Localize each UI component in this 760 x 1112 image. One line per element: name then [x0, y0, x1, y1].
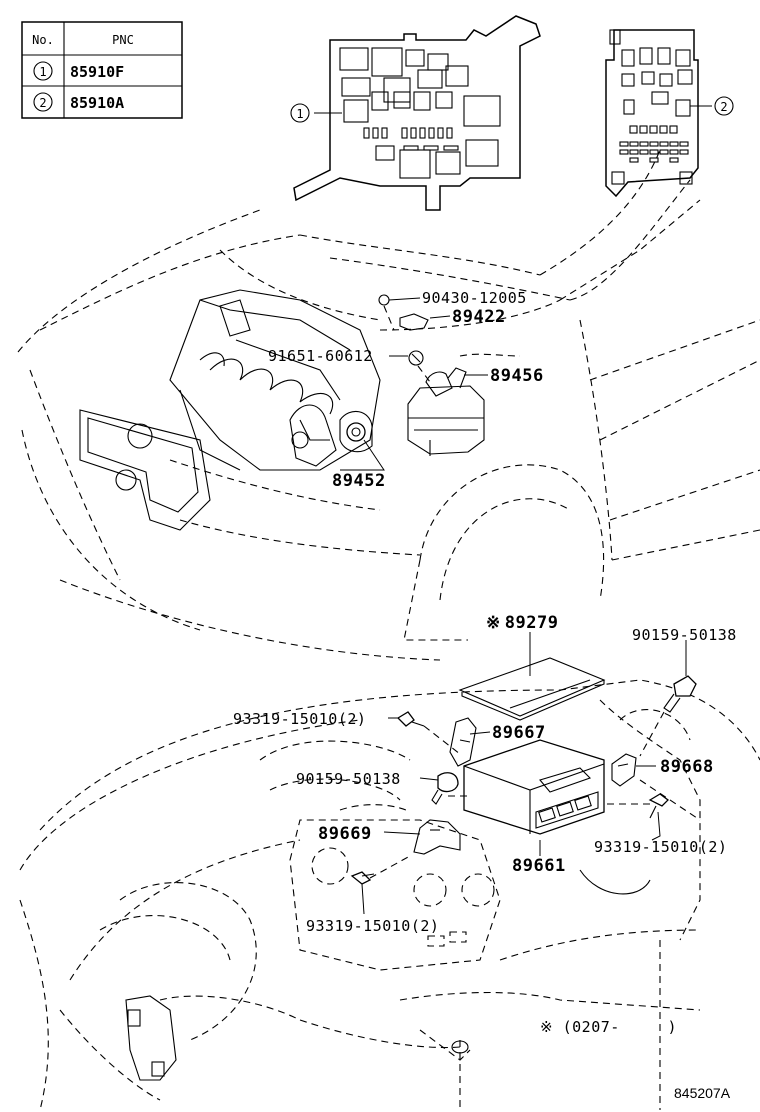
part-number-89669: 89669 [318, 824, 372, 844]
diagram-code: 845207A [674, 1085, 731, 1101]
part-number-91651-60612: 91651-60612 [268, 347, 373, 365]
part-number-89422: 89422 [452, 307, 506, 327]
part-number-89456: 89456 [490, 366, 544, 386]
engine-bay-drawing [17, 149, 760, 661]
engine-relay-block-drawing [293, 15, 541, 211]
part-number-93319-15010: 93319-15010(2) [233, 710, 366, 728]
part-number-90430-12005: 90430-12005 [422, 289, 527, 307]
part-number-90159-50138: 90159-50138 [632, 626, 737, 644]
part-number-89661: 89661 [512, 856, 566, 876]
table-row-pnc: 85910F [70, 63, 124, 81]
pnc-table: No. PNC 1 85910F 2 85910A [21, 21, 183, 119]
table-header-no: No. [32, 33, 54, 47]
part-number-89668: 89668 [660, 757, 714, 777]
dashboard-drawing [19, 632, 760, 1111]
footnote: ※ (0207- ) [540, 1018, 677, 1036]
part-number-89452: 89452 [332, 471, 386, 491]
callout-2: 2 [720, 100, 727, 114]
table-row-no: 1 [39, 65, 46, 79]
part-number-93319-15010: 93319-15010(2) [594, 838, 727, 856]
table-row-no: 2 [39, 96, 46, 110]
callout-1: 1 [296, 107, 303, 121]
part-number-89279: ※89279 [486, 613, 558, 633]
table-header-pnc: PNC [112, 33, 134, 47]
table-row-pnc: 85910A [70, 94, 124, 112]
part-number-93319-15010: 93319-15010(2) [306, 917, 439, 935]
part-number-89667: 89667 [492, 723, 546, 743]
cabin-relay-block-drawing [605, 29, 712, 198]
part-number-90159-50138: 90159-50138 [296, 770, 401, 788]
